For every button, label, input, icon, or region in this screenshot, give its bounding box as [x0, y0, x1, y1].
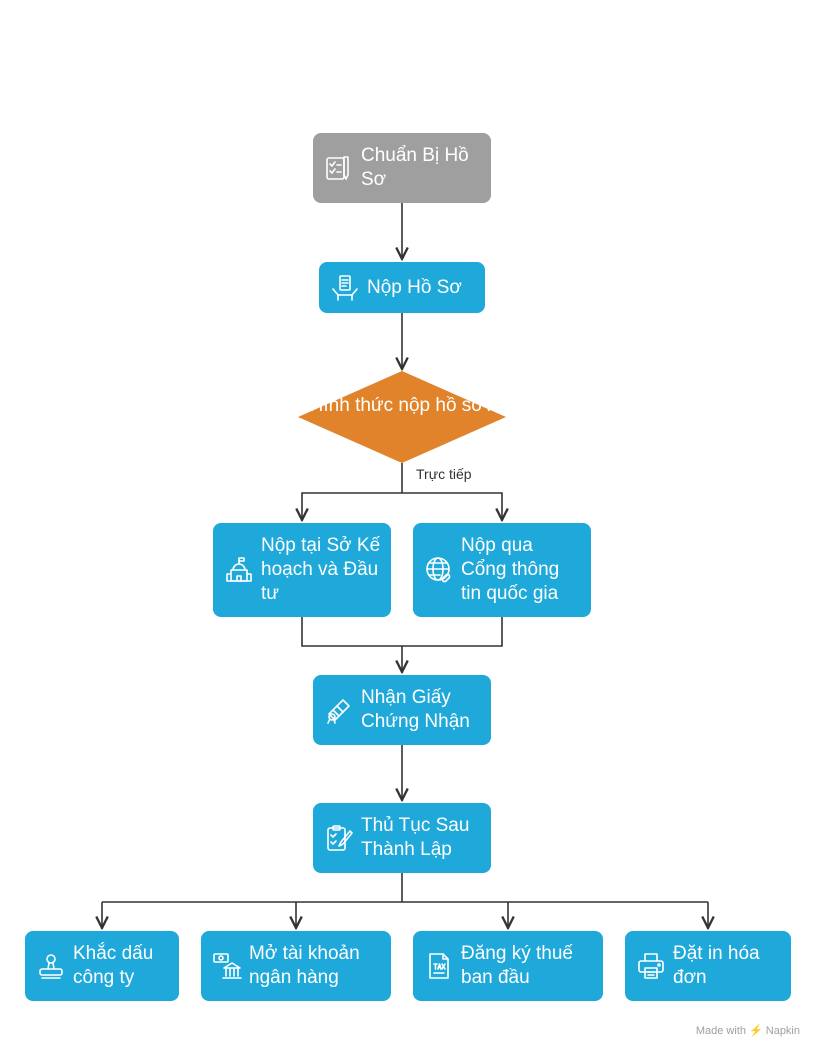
node-submit-documents: Nộp Hồ Sơ: [319, 262, 485, 313]
node-label: Nộp qua Cổng thông tin quốc gia: [461, 535, 560, 604]
stamp-icon: [35, 950, 67, 982]
node-label: Chuẩn Bị Hồ Sơ: [361, 145, 469, 190]
decision-diamond: [298, 371, 506, 463]
node-invoice-printing: Đặt in hóa đơn: [625, 931, 791, 1001]
node-company-seal: Khắc dấu công ty: [25, 931, 179, 1001]
edge-department-merge: [301, 617, 503, 647]
node-bank-account: Mở tài khoản ngân hàng: [201, 931, 391, 1001]
node-prepare-documents: Chuẩn Bị Hồ Sơ: [313, 133, 491, 203]
edge-to-portal: [402, 492, 502, 520]
node-submit-at-department: Nộp tại Sở Kế hoạch và Đầu tư: [213, 523, 391, 617]
checklist-pen-icon: [323, 152, 355, 184]
made-with-napkin-footer: Made with ⚡ Napkin: [695, 1025, 800, 1037]
diploma-scroll-icon: [323, 694, 355, 726]
edge-label-direct: Trực tiếp: [416, 466, 472, 482]
node-tax-registration: Đăng ký thuế ban đầu: [413, 931, 603, 1001]
clipboard-pen-icon: [323, 822, 355, 854]
bank-money-icon: [211, 950, 243, 982]
node-label: Nộp tại Sở Kế hoạch và Đầu tư: [261, 535, 381, 604]
printer-icon: [635, 950, 667, 982]
tax-document-icon: [423, 950, 455, 982]
globe-link-icon: [423, 554, 455, 586]
hand-holding-document-icon: [329, 272, 361, 304]
node-label: Nhận Giấy Chứng Nhận: [361, 687, 470, 732]
node-label: Đặt in hóa đơn: [673, 943, 760, 988]
government-building-icon: [223, 554, 255, 586]
decision-label: Hình thức nộp hồ sơ?: [309, 395, 495, 416]
node-label: Thủ Tục Sau Thành Lập: [361, 815, 470, 860]
edge-to-department: [302, 492, 402, 520]
node-receive-certificate: Nhận Giấy Chứng Nhận: [313, 675, 491, 745]
node-label: Khắc dấu công ty: [73, 943, 154, 988]
node-label: Mở tài khoản ngân hàng: [249, 943, 360, 988]
node-label: Nộp Hồ Sơ: [367, 276, 462, 298]
node-label: Đăng ký thuế ban đầu: [461, 943, 573, 988]
node-post-establishment: Thủ Tục Sau Thành Lập: [313, 803, 491, 873]
node-submit-via-portal: Nộp qua Cổng thông tin quốc gia: [413, 523, 591, 617]
